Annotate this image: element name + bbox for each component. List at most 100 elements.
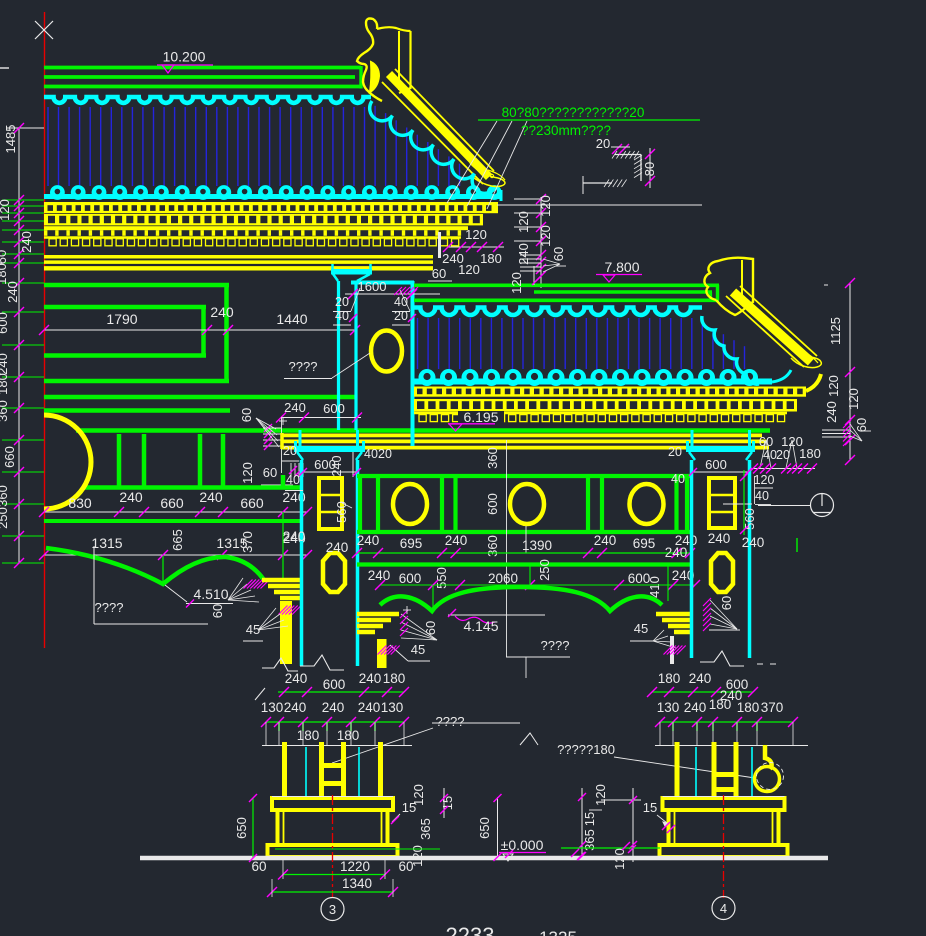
- svg-text:60: 60: [423, 621, 438, 635]
- svg-text:15: 15: [582, 812, 597, 826]
- svg-text:240: 240: [368, 568, 391, 583]
- svg-text:4.145: 4.145: [463, 618, 498, 634]
- svg-text:240: 240: [0, 353, 10, 375]
- svg-text:240: 240: [720, 688, 743, 703]
- svg-text:7.800: 7.800: [604, 259, 639, 275]
- svg-text:240: 240: [322, 700, 345, 715]
- svg-text:1440: 1440: [276, 311, 307, 327]
- svg-text:130: 130: [261, 700, 284, 715]
- svg-text:660: 660: [2, 446, 17, 468]
- svg-text:240: 240: [199, 489, 223, 505]
- svg-text:240: 240: [283, 529, 306, 544]
- svg-text:665: 665: [170, 529, 185, 551]
- svg-text:360: 360: [0, 485, 10, 507]
- svg-text:360: 360: [485, 447, 500, 469]
- svg-text:240: 240: [672, 568, 695, 583]
- svg-text:60: 60: [0, 250, 9, 264]
- svg-text:????: ????: [289, 359, 318, 374]
- svg-text:120: 120: [410, 845, 425, 867]
- svg-text:120: 120: [411, 784, 426, 806]
- svg-text:660: 660: [160, 495, 184, 511]
- svg-text:120: 120: [538, 225, 553, 247]
- svg-text:240: 240: [119, 489, 143, 505]
- svg-text:240: 240: [665, 545, 688, 560]
- svg-text:130: 130: [381, 700, 404, 715]
- svg-text:695: 695: [400, 536, 423, 551]
- svg-text:60: 60: [251, 859, 266, 874]
- svg-text:45: 45: [246, 622, 260, 637]
- svg-text:40: 40: [763, 448, 777, 462]
- svg-text:180: 180: [480, 251, 502, 266]
- svg-text:240: 240: [285, 671, 308, 686]
- svg-text:60: 60: [854, 418, 869, 432]
- svg-text:60: 60: [398, 859, 413, 874]
- svg-text:240: 240: [284, 400, 306, 415]
- svg-text:360: 360: [485, 535, 500, 557]
- svg-text:240: 240: [742, 535, 765, 550]
- svg-text:40: 40: [286, 473, 300, 487]
- svg-text:2233: 2233: [446, 923, 495, 936]
- svg-text:1220: 1220: [340, 859, 370, 874]
- svg-text:20: 20: [283, 444, 297, 458]
- svg-text:660: 660: [240, 495, 264, 511]
- svg-text:600: 600: [485, 493, 500, 515]
- svg-text:6.195: 6.195: [463, 409, 498, 425]
- svg-text:600: 600: [0, 312, 10, 334]
- svg-text:1340: 1340: [342, 876, 372, 891]
- svg-text:240: 240: [359, 671, 382, 686]
- svg-text:240: 240: [442, 251, 464, 266]
- svg-text:40: 40: [394, 295, 408, 309]
- svg-text:250: 250: [537, 559, 552, 581]
- svg-text:15: 15: [402, 800, 416, 815]
- svg-text:180: 180: [337, 728, 360, 743]
- svg-text:????: ????: [436, 714, 465, 729]
- svg-text:1315: 1315: [216, 535, 247, 551]
- svg-text:3: 3: [329, 902, 336, 917]
- svg-text:360: 360: [0, 400, 10, 422]
- svg-text:?????180: ?????180: [557, 742, 615, 757]
- svg-text:20: 20: [394, 309, 408, 323]
- svg-text:20: 20: [596, 136, 610, 151]
- svg-text:365: 365: [418, 818, 433, 840]
- svg-text:2060: 2060: [488, 571, 518, 586]
- svg-text:240: 240: [516, 243, 531, 265]
- svg-text:600: 600: [314, 457, 336, 472]
- svg-text:240: 240: [19, 231, 34, 253]
- svg-text:370: 370: [761, 700, 784, 715]
- svg-text:15: 15: [440, 796, 455, 810]
- svg-text:240: 240: [684, 700, 707, 715]
- svg-text:120: 120: [538, 195, 553, 217]
- svg-text:240: 240: [689, 671, 712, 686]
- svg-text:120: 120: [593, 784, 608, 806]
- svg-text:370: 370: [240, 531, 255, 553]
- svg-text:15: 15: [643, 800, 657, 815]
- svg-text:±0.000: ±0.000: [501, 837, 544, 853]
- svg-text:20: 20: [378, 447, 392, 461]
- svg-text:60: 60: [239, 408, 254, 422]
- svg-text:240: 240: [284, 700, 307, 715]
- svg-text:60: 60: [719, 596, 734, 610]
- svg-text:1315: 1315: [91, 535, 122, 551]
- svg-text:20: 20: [668, 445, 682, 459]
- svg-text:180: 180: [297, 728, 320, 743]
- svg-text:60: 60: [263, 465, 277, 480]
- svg-text:1485: 1485: [3, 125, 18, 154]
- svg-text:120: 120: [240, 462, 255, 484]
- svg-text:240: 240: [824, 401, 839, 423]
- svg-text:45: 45: [411, 642, 425, 657]
- svg-text:1325: 1325: [539, 928, 577, 936]
- svg-text:120: 120: [458, 262, 480, 277]
- svg-text:650: 650: [477, 817, 492, 839]
- svg-text:240: 240: [594, 533, 617, 548]
- svg-text:120: 120: [846, 388, 861, 410]
- svg-text:120: 120: [516, 211, 531, 233]
- svg-text:240: 240: [357, 533, 380, 548]
- svg-text:4: 4: [720, 901, 727, 916]
- svg-text:??230mm????: ??230mm????: [521, 123, 611, 138]
- svg-text:40: 40: [755, 489, 769, 503]
- svg-text:560: 560: [334, 501, 349, 523]
- svg-text:4.510: 4.510: [193, 586, 228, 602]
- svg-text:20: 20: [776, 448, 790, 462]
- svg-text:130: 130: [657, 700, 680, 715]
- svg-text:180: 180: [799, 446, 821, 461]
